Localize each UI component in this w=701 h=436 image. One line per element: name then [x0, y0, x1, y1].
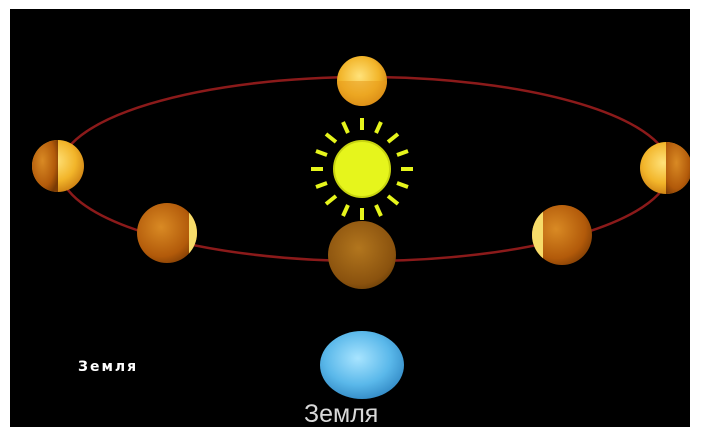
moon-top [337, 56, 387, 106]
moon-left [32, 140, 84, 192]
sun-rays [311, 118, 413, 220]
diagram-panel: Земля [10, 9, 690, 427]
moon-phases-diagram [32, 56, 690, 399]
moon-new [328, 221, 396, 289]
earth [320, 331, 404, 399]
earth-label-bottom: Земля [304, 400, 379, 428]
moon-right [640, 142, 690, 194]
moon-lower-right [532, 205, 592, 265]
earth-label-left: Земля [78, 359, 139, 375]
sun [333, 140, 391, 198]
moon-lower-left [137, 203, 197, 263]
